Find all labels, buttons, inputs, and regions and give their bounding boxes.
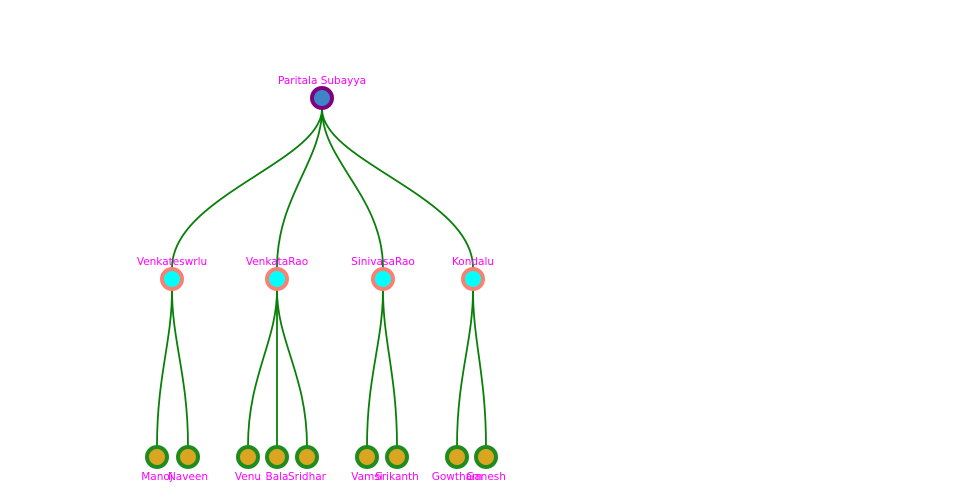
person-label-kondalu: Kondalu bbox=[452, 256, 494, 268]
person-label-ganesh: Ganesh bbox=[466, 471, 506, 483]
person-node-vamsi bbox=[355, 445, 379, 469]
person-node-sridhar bbox=[295, 445, 319, 469]
edge-venkateswrlu-to-naveen bbox=[171, 289, 189, 447]
edge-kondalu-to-gowtham bbox=[456, 289, 474, 447]
person-label-sridhar: Sridhar bbox=[288, 471, 327, 483]
person-node-sinivasarao bbox=[371, 267, 395, 291]
edge-paritala-subayya-to-venkatarao bbox=[276, 108, 323, 269]
person-label-sinivasarao: SinivasaRao bbox=[351, 256, 415, 268]
edge-venkateswrlu-to-manoj bbox=[156, 289, 173, 447]
edge-sinivasarao-to-srikanth bbox=[382, 289, 398, 447]
person-node-manoj bbox=[145, 445, 169, 469]
edge-paritala-subayya-to-sinivasarao bbox=[321, 108, 384, 269]
person-node-gowtham bbox=[445, 445, 469, 469]
edge-paritala-subayya-to-kondalu bbox=[321, 108, 474, 269]
person-node-ganesh bbox=[474, 445, 498, 469]
edge-sinivasarao-to-vamsi bbox=[366, 289, 384, 447]
edge-venkatarao-to-sridhar bbox=[276, 289, 308, 447]
edges-layer bbox=[156, 108, 487, 447]
edge-paritala-subayya-to-venkateswrlu bbox=[171, 108, 323, 269]
person-label-venu: Venu bbox=[235, 471, 261, 483]
person-label-paritala-subayya: Paritala Subayya bbox=[278, 75, 366, 87]
person-label-vamsi: Vamsi bbox=[351, 471, 382, 483]
person-node-paritala-subayya bbox=[310, 86, 334, 110]
person-node-venkateswrlu bbox=[160, 267, 184, 291]
person-label-venkateswrlu: Venkateswrlu bbox=[137, 256, 207, 268]
person-node-bala bbox=[265, 445, 289, 469]
person-node-venu bbox=[236, 445, 260, 469]
person-label-gowtham: Gowtham bbox=[432, 471, 483, 483]
person-node-naveen bbox=[176, 445, 200, 469]
person-label-bala: Bala bbox=[266, 471, 289, 483]
person-node-kondalu bbox=[461, 267, 485, 291]
person-node-venkatarao bbox=[265, 267, 289, 291]
person-label-naveen: Naveen bbox=[168, 471, 208, 483]
person-node-srikanth bbox=[385, 445, 409, 469]
edge-venkatarao-to-venu bbox=[247, 289, 278, 447]
person-label-manoj: Manoj bbox=[141, 471, 173, 483]
edge-kondalu-to-ganesh bbox=[472, 289, 487, 447]
person-label-venkatarao: VenkataRao bbox=[246, 256, 308, 268]
person-label-srikanth: Srikanth bbox=[375, 471, 419, 483]
nodes-layer bbox=[145, 86, 498, 469]
